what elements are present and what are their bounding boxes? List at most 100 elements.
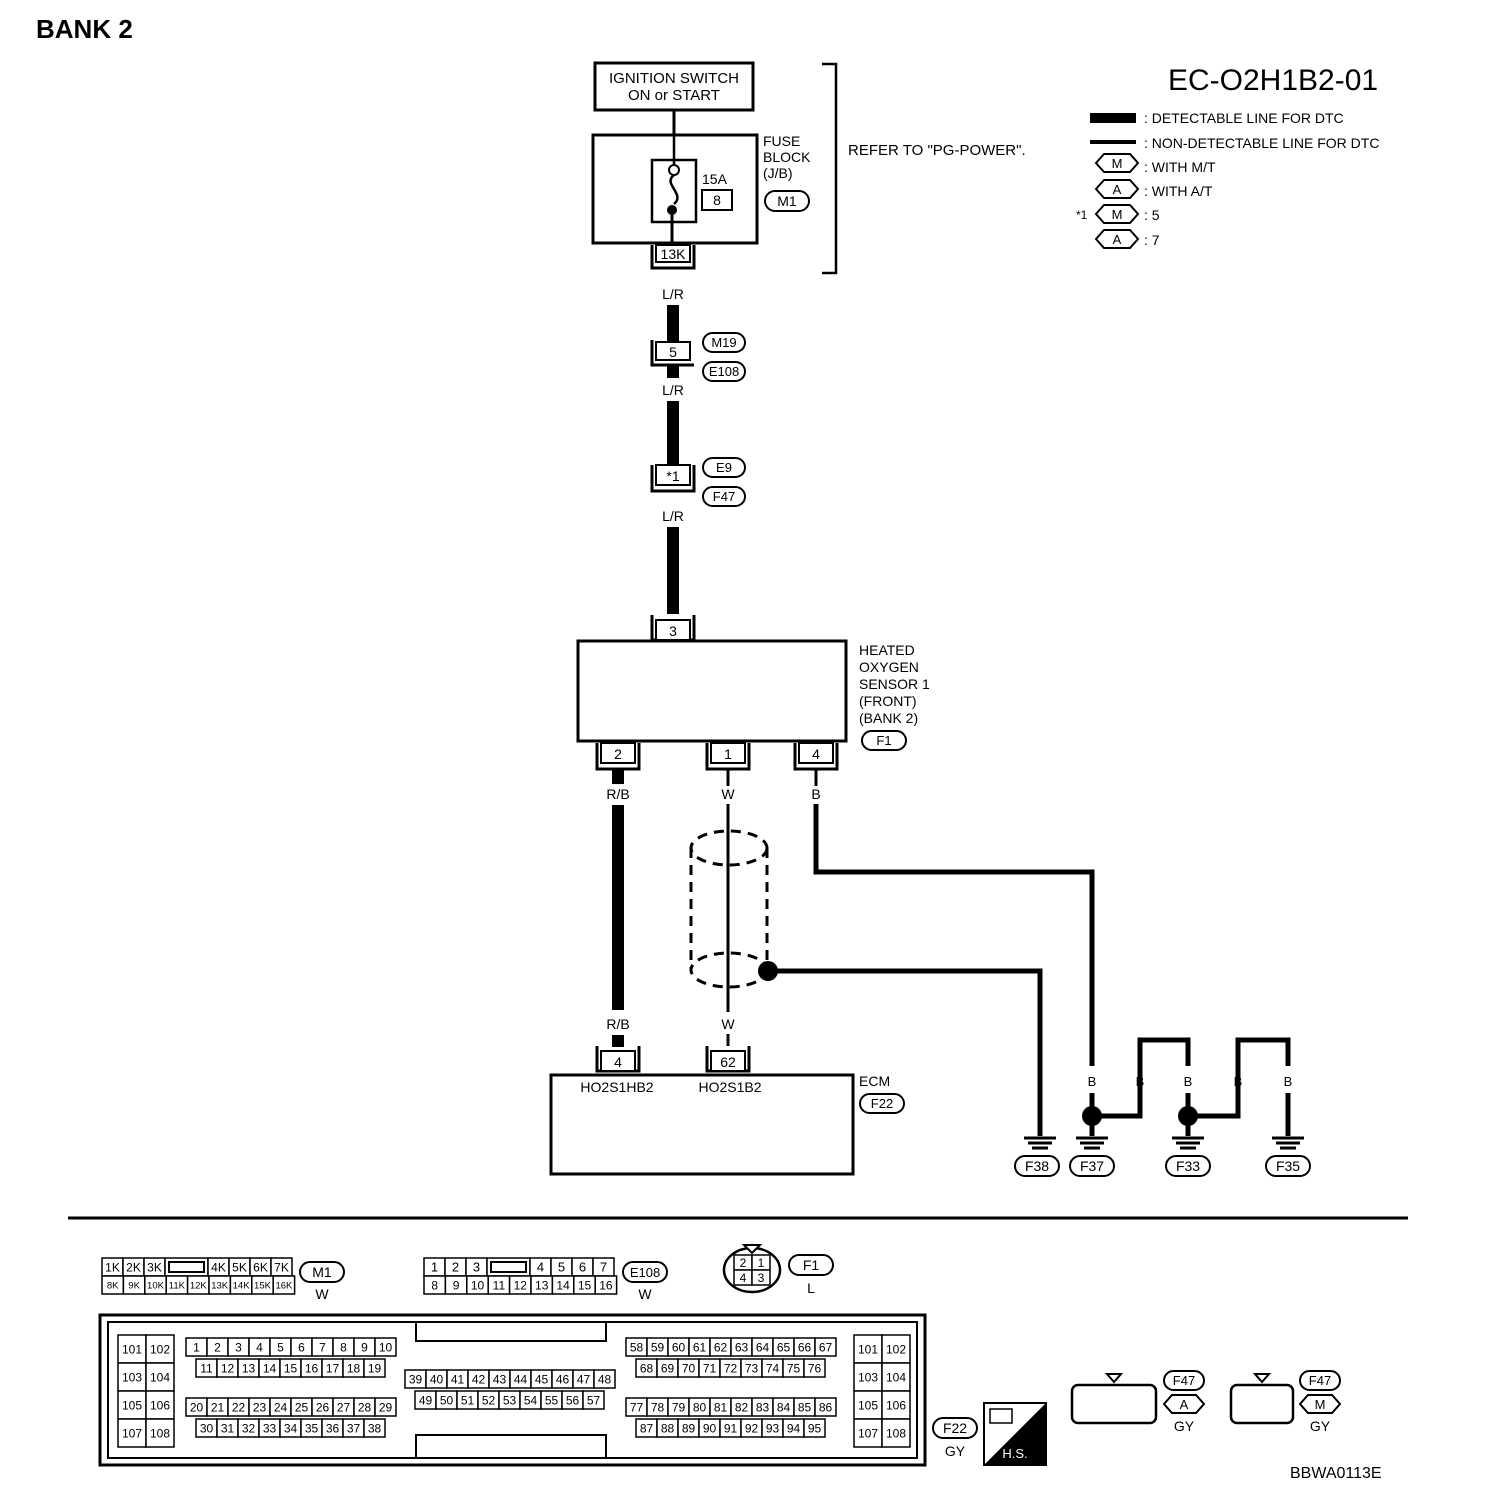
hs-icon-fill [984,1403,1046,1465]
f22-left-pin-4-label: 105 [122,1398,142,1412]
m1-row1-pin-1: 2K [122,1257,145,1277]
f22-row-a-pin-3: 4 [248,1337,271,1357]
f22-row-h-pin-5-label: 73 [745,1361,759,1375]
joint2-connector-tag-2 [702,486,746,507]
f22-right-pin-1-label: 102 [886,1342,906,1356]
sensor-heater-frame [595,743,641,771]
f22-row-b-pin-0-label: 11 [200,1361,213,1375]
f22-row-e-pin-8-label: 47 [577,1372,591,1386]
m1-row1-pin-3 [164,1257,209,1277]
m1-view-tag [299,1261,345,1283]
ground-section: F38 B F37 B B F33 B B F35 [1014,1037,1311,1177]
joint2-connector-2: F47 [713,489,735,504]
legend-mt-tag: M [1112,156,1123,171]
f22-row-h-pin-7: 75 [782,1358,805,1378]
ecm-box [549,1073,855,1176]
f22-row-h-pin-8-cell [803,1358,826,1378]
sensor-pin-power: 3 [669,623,677,639]
f47-at-view-label: F47 [1173,1373,1195,1388]
f22-row-g-pin-7: 65 [772,1337,795,1357]
f22-row-c-pin-9-cell [374,1397,397,1417]
m1-row1-pin-6: 6K [249,1257,272,1277]
f22-row-a-pin-5: 6 [290,1337,313,1357]
sensor-pin-heater: 2 [614,746,622,762]
f22-left-pin-2-label: 103 [122,1370,142,1384]
f22-row-f-pin-0: 49 [414,1390,437,1410]
f22-row-h-pin-6: 74 [761,1358,784,1378]
f22-view-color: GY [945,1443,966,1459]
f22-row-g-pin-1-label: 59 [651,1340,665,1354]
f22-row-i-pin-6-label: 83 [756,1400,770,1414]
wire-color-lr-2: L/R [662,382,684,398]
f22-right-pin-5-label: 106 [886,1398,906,1412]
f22-row-b-pin-5-label: 16 [305,1361,319,1375]
f22-top-key [415,1321,607,1342]
f22-row-g-pin-2: 60 [667,1337,690,1357]
f22-row-j-pin-1: 88 [656,1418,679,1438]
fuse-block-label-3: (J/B) [763,165,793,181]
ignition-switch-box [593,61,755,112]
hs-icon-connector-glyph [989,1408,1013,1424]
f22-row-e-pin-2: 41 [446,1369,469,1389]
sensor-ground-box [798,742,834,764]
ecm-label: ECM [859,1073,890,1089]
f22-row-c-pin-1: 21 [206,1397,229,1417]
f22-row-i-pin-0-label: 77 [630,1400,644,1414]
f22-right-pin-6: 107 [853,1418,883,1448]
ground-f35-tag [1265,1155,1311,1177]
f22-row-f-pin-5: 54 [519,1390,542,1410]
sensor-name-5: (BANK 2) [859,710,918,726]
e108-row1-pin-2: 3 [465,1257,488,1277]
wire-rb-segment [612,805,624,1010]
f22-view-label: F22 [943,1420,967,1436]
f22-row-g-pin-4: 62 [709,1337,732,1357]
wire-color-rb-top: R/B [606,786,629,802]
f22-row-c-pin-3-label: 23 [253,1400,267,1414]
f22-left-pin-3: 104 [145,1362,175,1392]
e108-row1-pin-6-label: 6 [579,1260,586,1275]
e108-row1-pin-1-label: 2 [452,1260,459,1275]
m1-row2-pin-0-label: 8K [107,1280,119,1291]
f22-row-c-pin-6: 26 [311,1397,334,1417]
ecm-pin-signal: 62 [720,1054,736,1070]
joint2-frame [650,465,696,493]
e108-row2-pin-5: 13 [530,1275,554,1295]
e108-row1-pin-2-label: 3 [473,1260,480,1275]
f47-mt-shell [1229,1383,1295,1425]
m1-row2-pin-1-label: 9K [128,1280,140,1291]
f22-row-h-pin-1-label: 69 [661,1361,675,1375]
f22-right-pin-5: 106 [881,1390,911,1420]
f22-row-i-pin-6: 83 [751,1397,774,1417]
f22-row-a-pin-0-label: 1 [193,1340,200,1354]
e108-view-color: W [638,1286,652,1302]
f22-row-j-pin-0-label: 87 [640,1421,654,1435]
e108-row2-pin-6-label: 14 [556,1278,570,1292]
f22-row-f-pin-0-label: 49 [419,1393,433,1407]
f22-row-a-pin-8: 9 [353,1337,376,1357]
f47-at-key-icon [1104,1373,1124,1384]
f22-row-e-pin-3-label: 42 [472,1372,486,1386]
f22-row-h-pin-7-label: 75 [787,1361,801,1375]
joint1-frame [650,340,694,367]
f47-at-shell [1070,1383,1158,1425]
legend-thick-line [1090,113,1136,123]
f22-row-e-pin-6: 45 [530,1369,553,1389]
m1-row2-pin-7-label: 15K [254,1280,272,1291]
e108-row2-pin-4: 12 [508,1275,532,1295]
e108-row1-pin-6: 6 [571,1257,594,1277]
f1-pin-a: 2 [740,1256,747,1270]
f22-row-j-pin-4-label: 91 [724,1421,738,1435]
f22-row-d-pin-2: 32 [237,1418,260,1438]
f1-connector-face: 2 1 4 3 [722,1244,782,1294]
m1-row1-pin-7-label: 7K [274,1260,289,1274]
f22-row-g-pin-0-label: 58 [630,1340,644,1354]
m1-row2-pin-6: 14K [229,1275,253,1295]
f1-view-color: L [807,1280,815,1296]
f22-row-a-pin-7: 8 [332,1337,355,1357]
refer-bracket [822,62,838,275]
joint1-box [655,341,691,361]
sensor-name-2: OXYGEN [859,659,919,675]
legend-thin-line [1090,140,1136,144]
f22-row-j-pin-4: 91 [719,1418,742,1438]
